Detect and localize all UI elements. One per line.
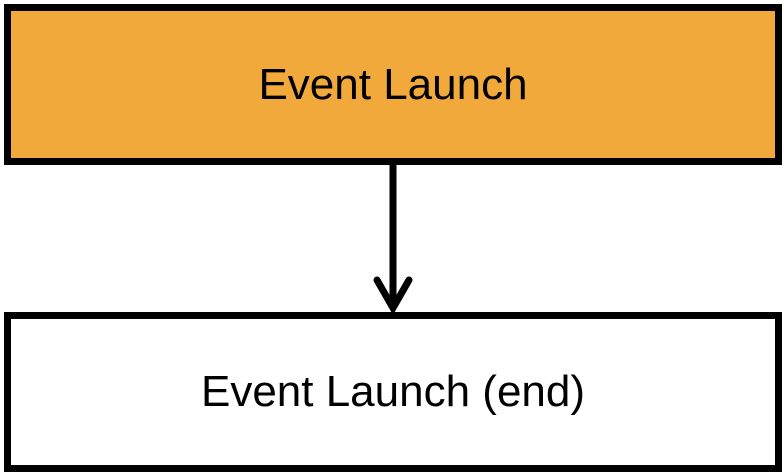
event-launch-end-label: Event Launch (end) bbox=[200, 367, 586, 416]
event-launch-node: Event Launch bbox=[4, 4, 782, 165]
flow-arrowhead-icon bbox=[373, 276, 413, 316]
event-launch-end-node: Event Launch (end) bbox=[4, 312, 782, 472]
event-launch-label: Event Launch bbox=[258, 59, 528, 109]
